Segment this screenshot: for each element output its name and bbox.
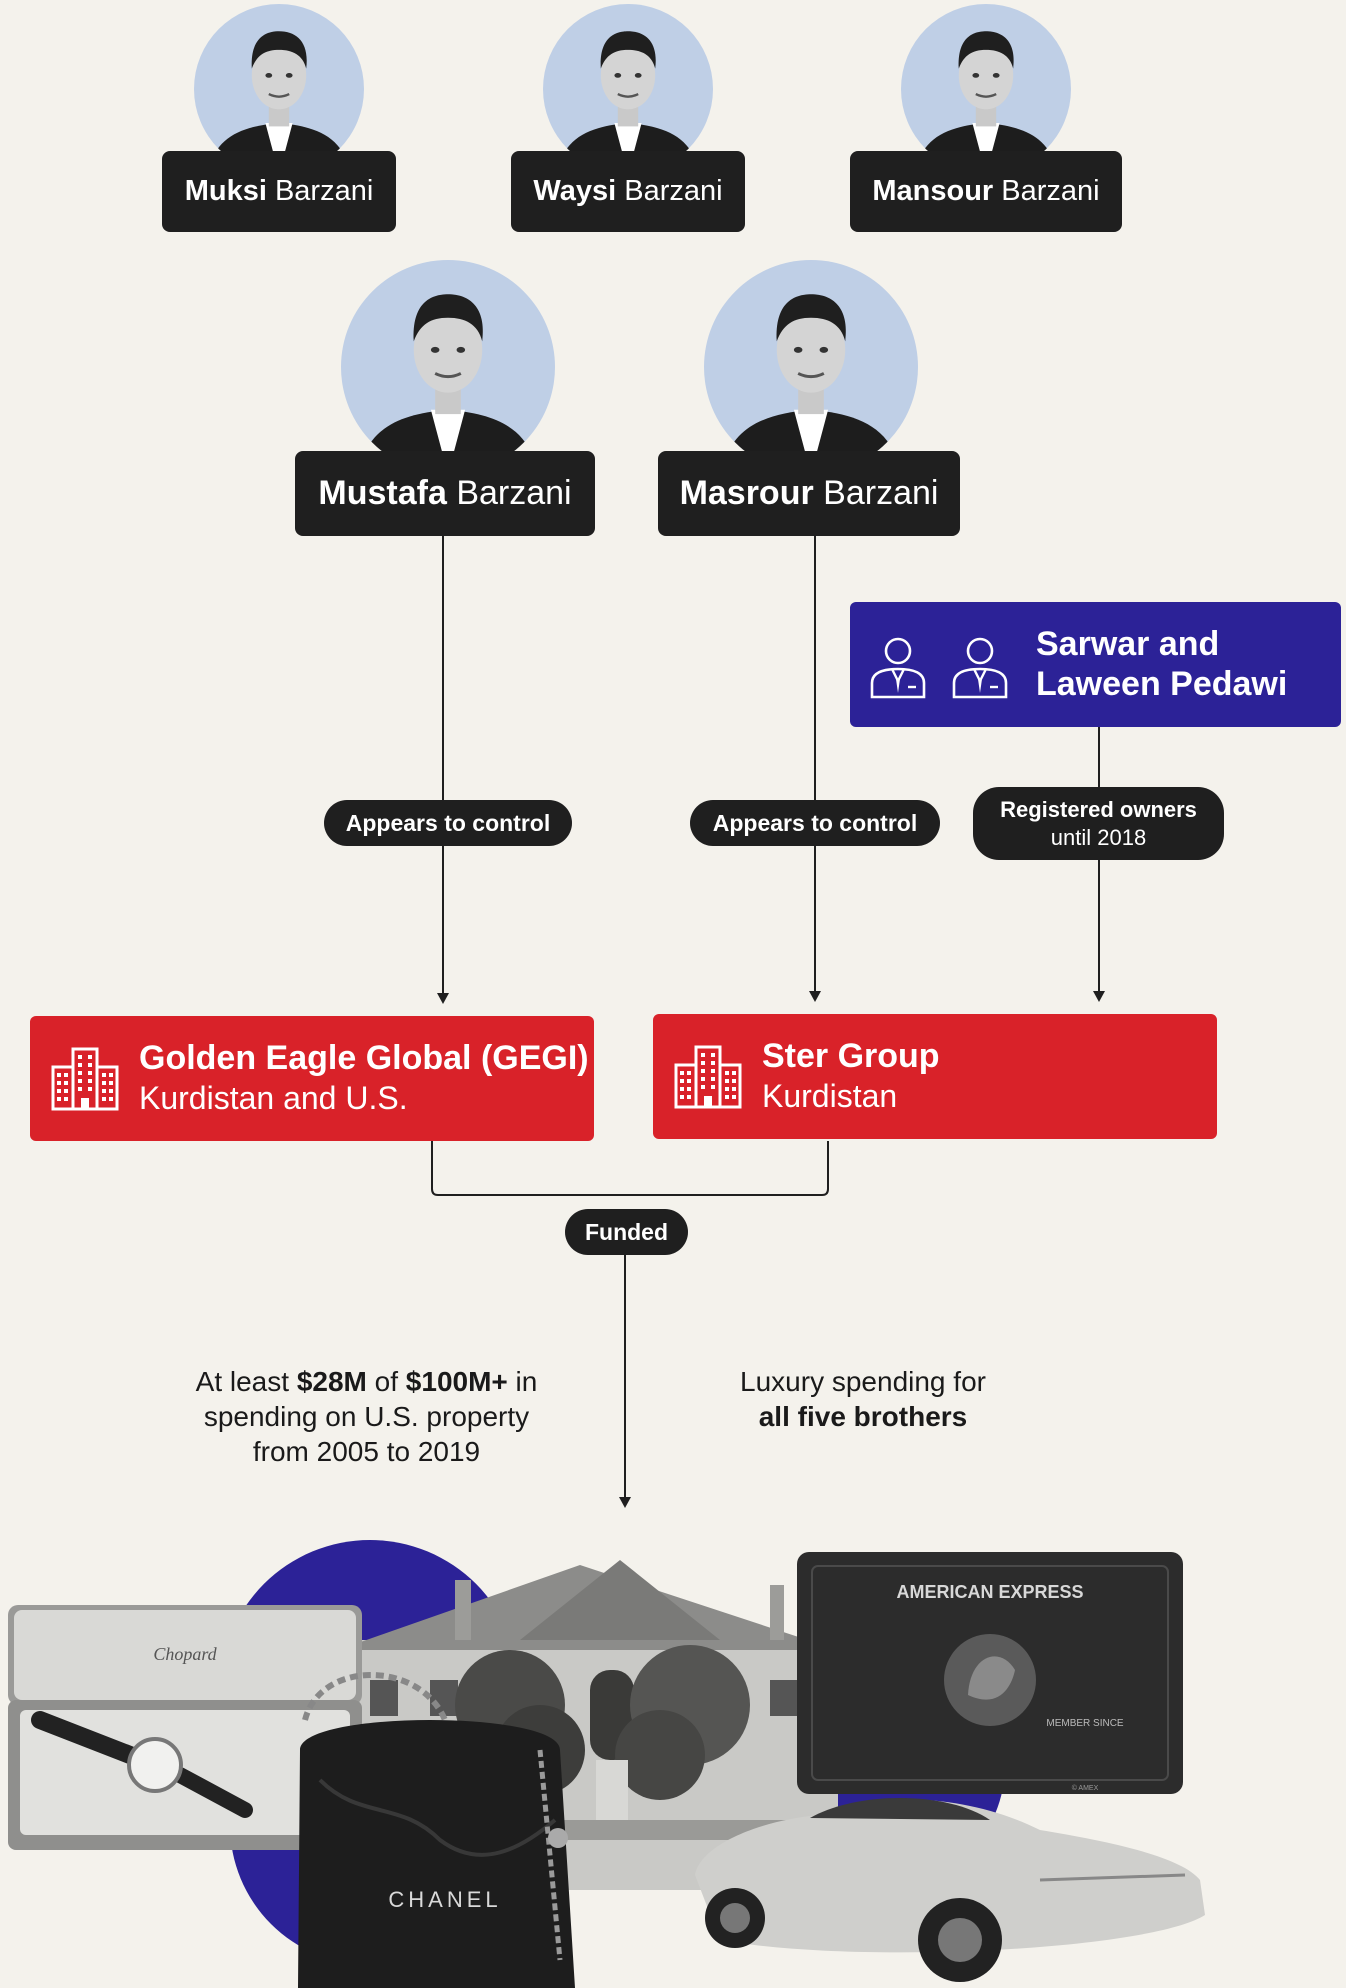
card-brand-label: AMERICAN EXPRESS xyxy=(896,1582,1083,1602)
last-name: Barzani xyxy=(1001,175,1100,207)
company-subtitle: Kurdistan and U.S. xyxy=(139,1080,408,1116)
arrow-head xyxy=(437,993,449,1004)
watch-brand-label: Chopard xyxy=(153,1644,217,1664)
connector-mustafa xyxy=(442,536,444,994)
caption-text: of xyxy=(366,1366,406,1397)
amex-card-image: AMERICAN EXPRESS MEMBER SINCE © AMEX xyxy=(797,1552,1183,1794)
relation-pill-funded: Funded xyxy=(565,1209,688,1255)
relation-pill-registered: Registered owners until 2018 xyxy=(973,787,1224,860)
avatar-masrour xyxy=(704,260,918,474)
chanel-bag-image: CHANEL xyxy=(298,1672,575,1988)
first-name: Mustafa xyxy=(318,474,447,512)
caption-amount: $28M xyxy=(296,1366,367,1397)
avatar-mustafa xyxy=(341,260,555,474)
person-photo-icon xyxy=(543,4,713,174)
avatar-waysi xyxy=(543,4,713,174)
person-photo-icon xyxy=(194,4,364,174)
first-name: Waysi xyxy=(533,175,617,207)
connector-masrour xyxy=(814,536,816,992)
name-box-waysi: Waysi Barzani xyxy=(511,151,745,232)
caption-line: from 2005 to 2019 xyxy=(252,1436,481,1467)
caption-line: spending on U.S. property xyxy=(203,1401,530,1432)
person-photo-icon xyxy=(341,260,555,474)
avatar-mansour xyxy=(901,4,1071,174)
person-outline-icon xyxy=(950,630,1010,702)
company-box-gegi: Golden Eagle Global (GEGI) Kurdistan and… xyxy=(30,1016,594,1141)
connector-funded xyxy=(624,1255,626,1506)
caption-line: all five brothers xyxy=(758,1401,968,1432)
owners-line-1: Sarwar and xyxy=(1036,625,1220,663)
caption-property-spending: At least $28M of $100M+ in spending on U… xyxy=(150,1364,583,1469)
bag-brand-label: CHANEL xyxy=(388,1887,501,1912)
relation-label: Registered owners xyxy=(1000,796,1197,822)
avatar-muksi xyxy=(194,4,364,174)
company-title: Golden Eagle Global (GEGI) xyxy=(139,1039,589,1077)
last-name: Barzani xyxy=(274,175,374,207)
company-title: Ster Group xyxy=(762,1037,940,1075)
owners-box-pedawi: Sarwar and Laween Pedawi xyxy=(850,602,1341,727)
first-name: Mansour xyxy=(872,175,994,207)
company-box-ster: Ster Group Kurdistan xyxy=(653,1014,1217,1139)
name-box-mansour: Mansour Barzani xyxy=(850,151,1122,232)
arrow-head xyxy=(1093,991,1105,1002)
building-icon xyxy=(50,1043,120,1113)
building-icon xyxy=(673,1041,743,1111)
name-box-mustafa: Mustafa Barzani xyxy=(295,451,595,536)
watch-box-image: Chopard xyxy=(8,1605,362,1850)
caption-line: Luxury spending for xyxy=(740,1366,986,1397)
last-name: Barzani xyxy=(456,474,572,512)
arrow-head xyxy=(809,991,821,1002)
caption-luxury-spending: Luxury spending for all five brothers xyxy=(680,1364,1046,1434)
relation-label: Funded xyxy=(584,1218,669,1245)
relation-pill-mustafa: Appears to control xyxy=(324,800,572,846)
caption-amount: $100M+ xyxy=(405,1366,508,1397)
person-outline-icon xyxy=(868,630,928,702)
last-name: Barzani xyxy=(624,175,723,207)
arrow-head xyxy=(619,1497,631,1508)
person-photo-icon xyxy=(901,4,1071,174)
name-box-masrour: Masrour Barzani xyxy=(658,451,960,536)
relation-label: Appears to control xyxy=(712,809,918,836)
person-photo-icon xyxy=(704,260,918,474)
caption-text: At least xyxy=(195,1366,297,1397)
company-subtitle: Kurdistan xyxy=(762,1078,898,1114)
caption-text: in xyxy=(507,1366,538,1397)
relation-sublabel: until 2018 xyxy=(1050,824,1147,850)
luxury-items-illustration: Chopard AMERICAN EXPRESS MEMBER SINCE © … xyxy=(8,1540,1205,1988)
sports-car-image xyxy=(695,1797,1205,1982)
owners-line-2: Laween Pedawi xyxy=(1036,665,1288,703)
card-amex-label: © AMEX xyxy=(1072,1784,1099,1792)
first-name: Muksi xyxy=(184,175,267,207)
card-member-label: MEMBER SINCE xyxy=(1046,1718,1124,1729)
last-name: Barzani xyxy=(823,474,939,512)
first-name: Masrour xyxy=(679,474,814,512)
funded-connector xyxy=(431,1141,829,1196)
relation-pill-masrour: Appears to control xyxy=(690,800,940,846)
relation-label: Appears to control xyxy=(345,809,551,836)
name-box-muksi: Muksi Barzani xyxy=(162,151,396,232)
